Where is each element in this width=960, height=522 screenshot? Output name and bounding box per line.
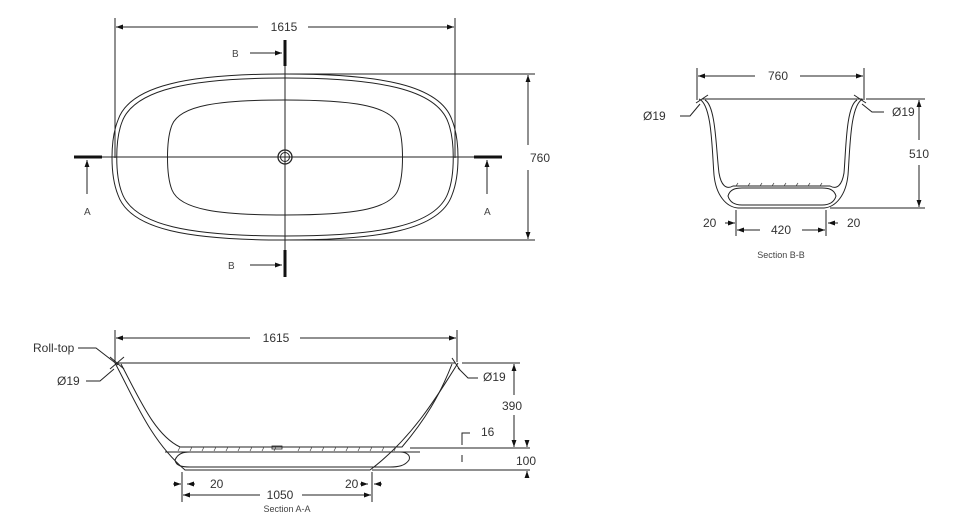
svg-text:16: 16: [481, 425, 495, 439]
section-marker-a-right: A: [474, 155, 502, 218]
section-bb-view: 760 Ø19 Ø19 510: [643, 68, 929, 260]
section-marker-b-top: B: [232, 40, 287, 66]
roll-top-right-callout: Ø19: [853, 94, 915, 119]
svg-text:Ø19: Ø19: [57, 374, 80, 388]
svg-text:B: B: [228, 261, 235, 272]
svg-text:390: 390: [502, 399, 522, 413]
plan-width-label: 760: [530, 151, 550, 165]
section-bb-width-dimension: 760: [698, 69, 863, 83]
section-aa-depth-dimension: 390: [502, 364, 522, 447]
svg-text:20: 20: [703, 216, 717, 230]
section-aa-title: Section A-A: [263, 504, 310, 514]
section-aa-base-height: 100: [516, 440, 536, 478]
svg-text:A: A: [84, 207, 91, 218]
section-aa-floor-thickness: 16: [461, 425, 495, 462]
plan-length-dimension: 1615: [116, 20, 454, 34]
section-aa-roll-right-callout: Ø19: [451, 357, 506, 384]
section-bb-height-dimension: 510: [909, 100, 929, 207]
svg-text:1050: 1050: [267, 488, 294, 502]
plan-view: 1615 B B A: [74, 18, 550, 277]
svg-text:420: 420: [771, 223, 791, 237]
section-aa-view: 1615 Roll-top Ø19: [33, 330, 536, 514]
section-bb-title: Section B-B: [757, 250, 805, 260]
svg-text:A: A: [484, 207, 491, 218]
svg-text:Ø19: Ø19: [483, 370, 506, 384]
svg-text:Ø19: Ø19: [643, 109, 666, 123]
svg-text:760: 760: [768, 69, 788, 83]
section-aa-length-dimension: 1615: [116, 331, 456, 345]
roll-top-label-callout: Roll-top: [33, 341, 125, 370]
section-bb-base-dimension: 420: [737, 223, 825, 237]
section-bb-base-offset-left: 20: [703, 216, 735, 230]
svg-text:510: 510: [909, 147, 929, 161]
section-aa-roll-left-callout: Ø19: [57, 368, 115, 388]
svg-text:Roll-top: Roll-top: [33, 341, 75, 355]
svg-text:20: 20: [345, 477, 359, 491]
section-aa-base-length: 1050: [183, 488, 371, 502]
section-marker-b-bottom: B: [228, 250, 287, 277]
section-bb-base-offset-right: 20: [828, 216, 861, 230]
roll-top-left-callout: Ø19: [643, 94, 709, 123]
drain-icon: [277, 149, 293, 165]
svg-text:1615: 1615: [263, 331, 290, 345]
drain-outlet-icon: [271, 445, 283, 450]
svg-text:Ø19: Ø19: [892, 105, 915, 119]
svg-text:100: 100: [516, 454, 536, 468]
section-aa-base-offset-right: 20: [345, 477, 382, 491]
svg-text:20: 20: [210, 477, 224, 491]
plan-width-dimension: 760: [525, 75, 550, 239]
plan-length-label: 1615: [271, 20, 298, 34]
svg-text:B: B: [232, 49, 239, 60]
svg-text:20: 20: [847, 216, 861, 230]
section-marker-a-left: A: [74, 155, 102, 218]
section-aa-base-offset-left: 20: [173, 477, 224, 491]
